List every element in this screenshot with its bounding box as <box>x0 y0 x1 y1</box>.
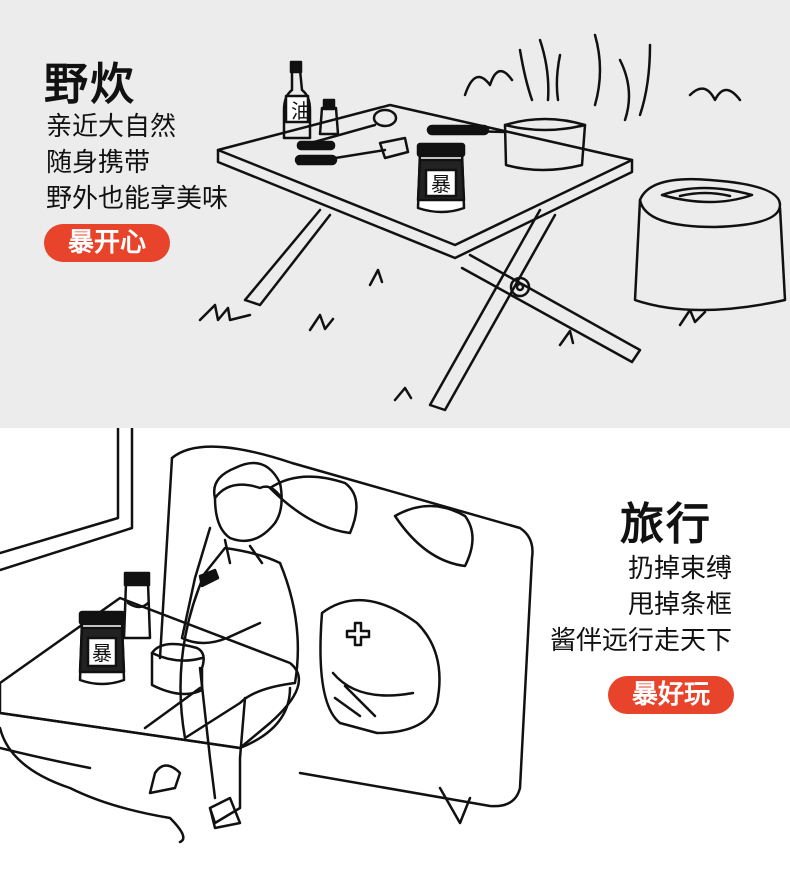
camping-line-3: 野外也能享美味 <box>46 184 229 214</box>
camping-line-1: 亲近大自然 <box>46 112 177 142</box>
camping-panel: 油 暴 野炊 亲近大自然 随身携带 野外也能享美味 暴开心 <box>0 0 790 428</box>
travel-badge: 暴好玩 <box>608 676 734 714</box>
travel-title: 旅行 <box>620 499 712 550</box>
backpack <box>319 598 441 735</box>
oil-bottle-label: 油 <box>291 99 311 123</box>
camping-line-2: 随身携带 <box>46 148 151 178</box>
jar-label-travel: 暴 <box>92 641 112 665</box>
travel-panel: 暴 旅行 扔掉束缚 甩掉条框 酱伴远行走天下 暴好玩 <box>0 428 790 882</box>
travel-line-1: 扔掉束缚 <box>627 554 732 584</box>
camping-title: 野炊 <box>44 59 136 110</box>
table <box>0 596 301 750</box>
travel-line-2: 甩掉条框 <box>627 590 732 620</box>
oil-bottle <box>282 68 312 140</box>
jar-label: 暴 <box>431 172 451 196</box>
travel-illustration: 暴 <box>0 428 534 844</box>
camping-badge: 暴开心 <box>44 224 170 262</box>
seat <box>170 445 534 808</box>
camping-illustration: 油 暴 <box>198 33 787 412</box>
person <box>212 461 283 543</box>
travel-line-3: 酱伴远行走天下 <box>549 626 732 656</box>
pot <box>503 117 587 172</box>
